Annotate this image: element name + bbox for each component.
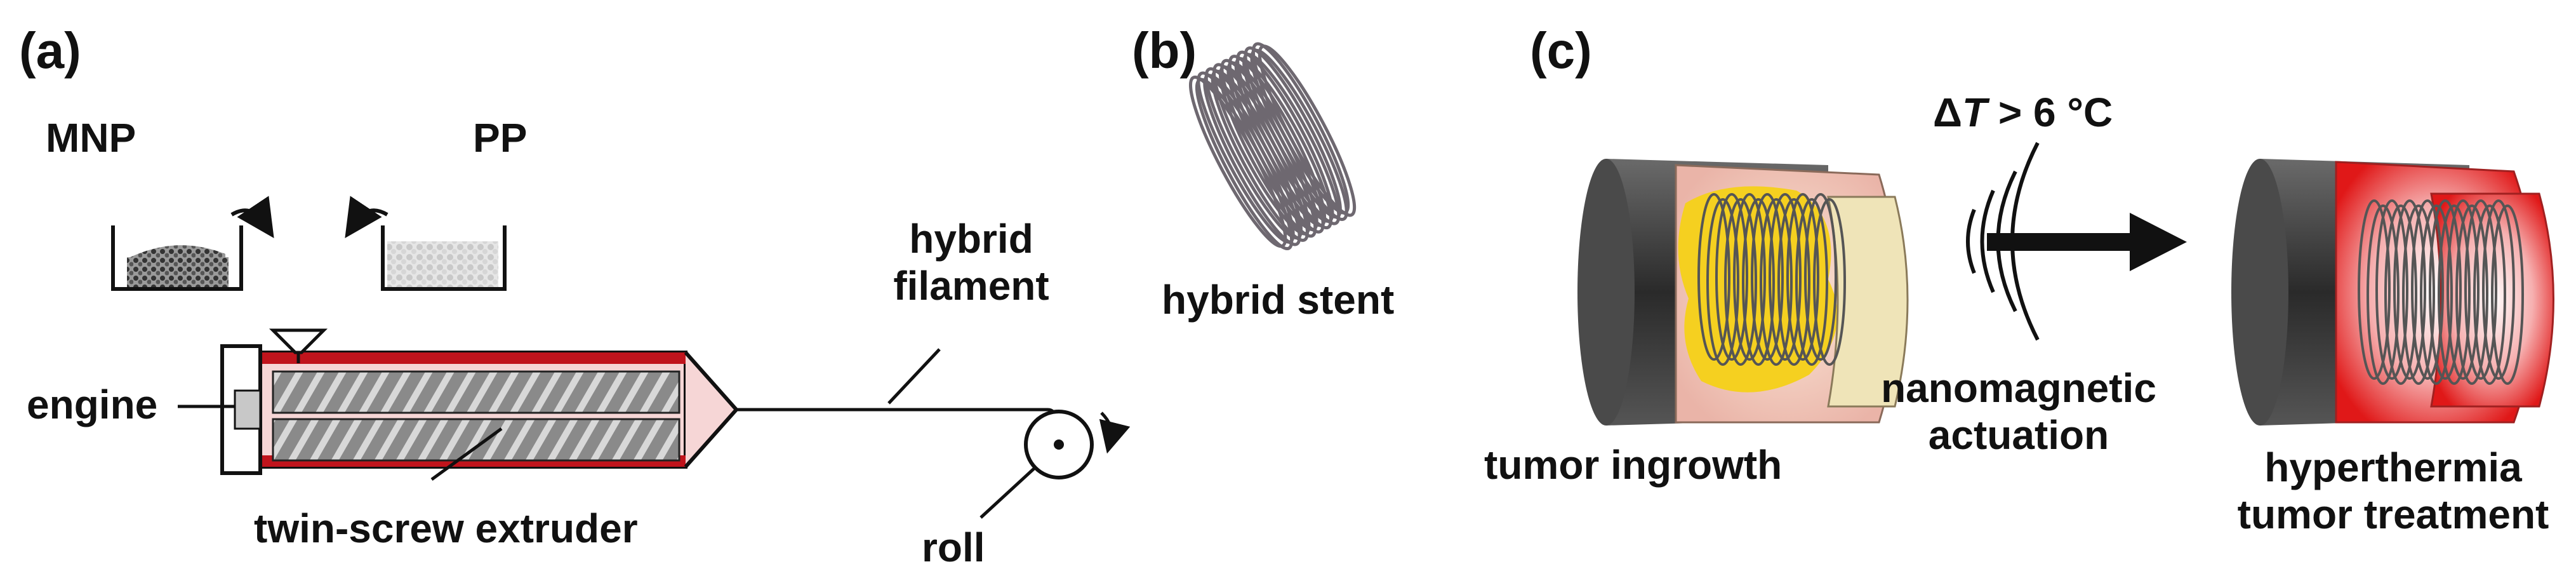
stent-ring	[2367, 204, 2400, 385]
stent-ring	[1751, 193, 1784, 361]
stent-ring	[2384, 204, 2417, 385]
hybrid-stent	[1189, 42, 1357, 251]
nanomagnetic-actuation-label: nanomagnetic actuation	[1876, 365, 2161, 459]
stent-ring	[1795, 198, 1828, 366]
mnp-container	[111, 225, 243, 291]
actuation-arrow-icon	[1987, 213, 2187, 271]
delta-threshold: > 6 °C	[1987, 90, 2113, 135]
pp-label: PP	[473, 115, 528, 161]
delta-symbol: Δ	[1933, 90, 1962, 135]
roll-rotation-arrow-icon	[1099, 412, 1131, 454]
stent-ring	[1760, 198, 1793, 366]
stent-ring	[2411, 199, 2444, 380]
stent-ring	[1706, 198, 1739, 366]
hyperthermia-treatment-label: hyperthermia tumor treatment	[2222, 445, 2565, 538]
stent-ring	[1715, 193, 1748, 361]
stent-ring	[1769, 193, 1802, 361]
stent-ring	[2438, 204, 2471, 385]
stent-ring	[1697, 193, 1730, 361]
roll	[1024, 410, 1094, 479]
hybrid-filament-label-line1: hybrid	[909, 216, 1033, 262]
stent-ring	[2491, 204, 2524, 385]
engine-block	[220, 344, 262, 475]
hopper	[269, 328, 328, 363]
extruder-label: twin-screw extruder	[254, 506, 638, 551]
stent-ring	[1724, 198, 1757, 366]
hybrid-filament-line	[736, 408, 1057, 417]
stent-ring	[1733, 193, 1766, 361]
stent-ring	[2447, 199, 2480, 380]
actuation-label-line1: nanomagnetic	[1881, 365, 2156, 411]
stent-ring	[2473, 204, 2506, 385]
stent-ring	[2464, 199, 2497, 380]
hybrid-filament-label: hybrid filament	[876, 216, 1066, 309]
stent-ring	[1786, 193, 1819, 361]
engine-label: engine	[27, 382, 158, 427]
stent-ring	[1813, 198, 1846, 366]
pp-container	[381, 225, 507, 291]
tumor-ingrowth-label: tumor ingrowth	[1484, 442, 1783, 488]
tube-tumor-ingrowth	[1577, 159, 1909, 426]
extruder	[258, 351, 740, 469]
panel-b-label: (b)	[1132, 22, 1197, 79]
extruder-leader-line	[430, 427, 503, 481]
hybrid-filament-label-line2: filament	[893, 262, 1049, 309]
panel-a-label: (a)	[19, 22, 81, 79]
delta-variable: T	[1962, 90, 1988, 135]
hybrid-stent-label: hybrid stent	[1162, 277, 1395, 323]
actuation-label-line2: actuation	[1928, 412, 2109, 458]
stent-ring	[2429, 199, 2462, 380]
stent-ring	[2455, 204, 2488, 385]
filament-leader-line	[887, 348, 941, 405]
tube-hyperthermia	[2231, 159, 2554, 426]
roll-label: roll	[922, 525, 985, 570]
panel-c-label: (c)	[1530, 22, 1592, 79]
treatment-label-line2: tumor treatment	[2237, 491, 2549, 537]
delta-t-label: ΔT > 6 °C	[1933, 92, 2113, 133]
stent-ring	[2375, 199, 2408, 380]
stent-ring	[2393, 199, 2426, 380]
roll-leader-line	[979, 466, 1037, 519]
treatment-label-line1: hyperthermia	[2264, 445, 2522, 490]
stent-ring	[2402, 204, 2435, 385]
stent-ring	[1777, 198, 1810, 366]
stent-ring	[2482, 199, 2515, 380]
pp-curve-arrow-icon	[345, 196, 388, 238]
stent-ring	[1804, 193, 1837, 361]
stent-ring	[2358, 199, 2391, 380]
mnp-label: MNP	[46, 115, 136, 161]
mnp-curve-arrow-icon	[230, 196, 274, 238]
stent-ring	[1742, 198, 1775, 366]
stent-ring	[2420, 204, 2453, 385]
